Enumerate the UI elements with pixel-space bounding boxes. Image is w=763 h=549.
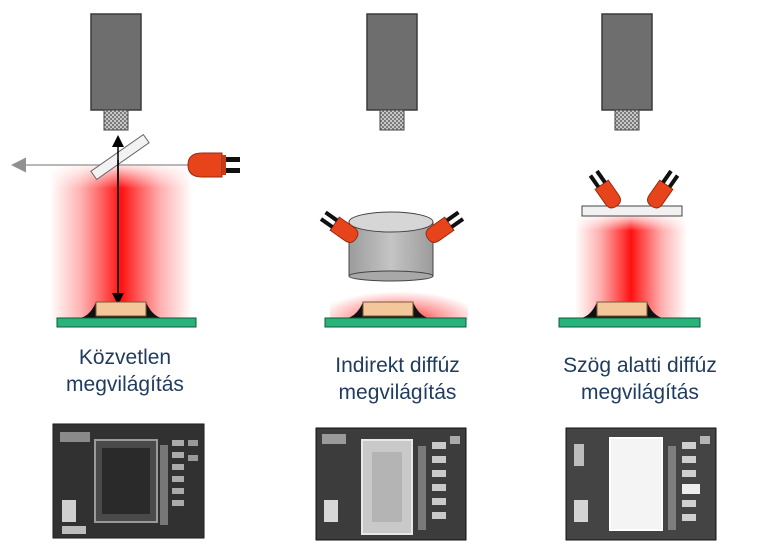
caption-angled-diffuse: Szög alatti diffúz megvilágítás xyxy=(535,352,745,406)
caption-indirect-diffuse: Indirekt diffúz megvilágítás xyxy=(300,352,495,406)
photo-icon xyxy=(565,427,717,541)
led-icon xyxy=(319,210,359,243)
pcb-icon xyxy=(558,317,701,328)
component-icon xyxy=(581,301,663,318)
component-icon xyxy=(80,301,162,318)
photo-icon xyxy=(52,423,205,539)
led-icon xyxy=(187,152,240,178)
caption-direct-lighting: Közvetlen megvilágítás xyxy=(30,344,220,398)
panel-indirect-diffuse xyxy=(319,13,468,328)
diffuser-plate-icon xyxy=(581,205,683,217)
caption-line: Közvetlen xyxy=(78,346,172,369)
beam-splitter-icon xyxy=(90,133,150,181)
caption-line: Szög alatti diffúz xyxy=(563,354,717,377)
camera-icon xyxy=(366,13,418,131)
caption-line: megvilágítás xyxy=(66,373,184,396)
pcb-icon xyxy=(56,317,197,328)
panel-direct xyxy=(10,13,240,328)
caption-line: megvilágítás xyxy=(338,381,457,404)
caption-line: megvilágítás xyxy=(581,381,699,404)
led-icon xyxy=(647,169,680,209)
photo-icon xyxy=(315,427,467,541)
camera-icon xyxy=(90,13,142,131)
panel-angled-diffuse xyxy=(558,13,701,328)
camera-icon xyxy=(601,13,653,131)
pcb-icon xyxy=(324,317,467,328)
diffuser-dome-icon xyxy=(348,211,434,282)
led-icon xyxy=(425,210,465,243)
caption-line: Indirekt diffúz xyxy=(335,354,460,377)
led-icon xyxy=(588,169,621,209)
component-icon xyxy=(347,301,429,318)
